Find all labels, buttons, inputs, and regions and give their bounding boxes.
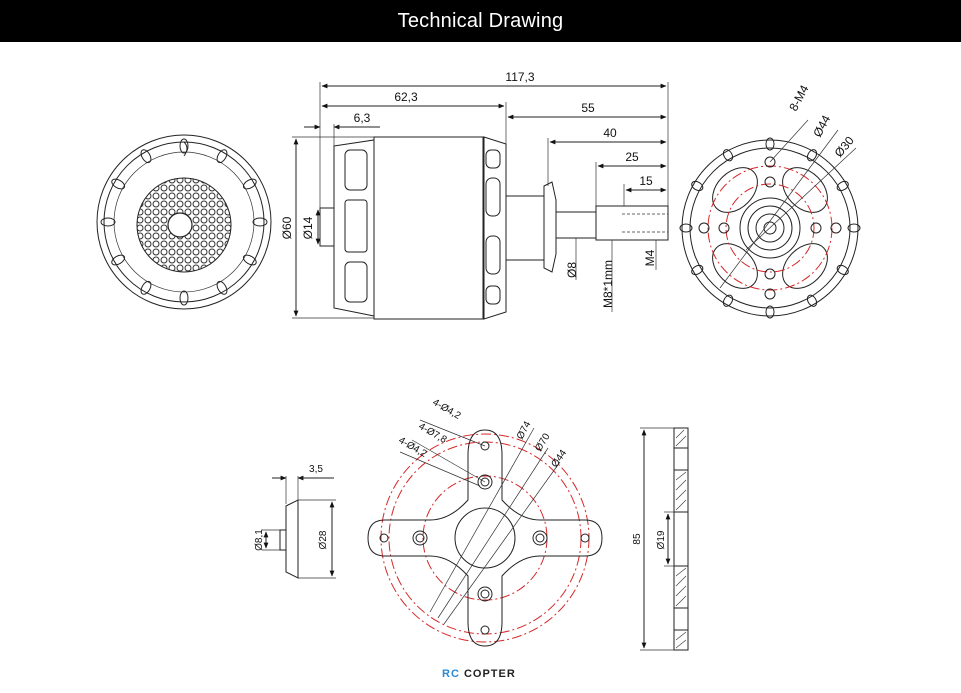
dim-mount-74: Ø74: [515, 419, 534, 441]
dim-collar-35: 3,5: [309, 464, 323, 475]
rear-hub: [167, 212, 193, 238]
plate-hatch: [675, 429, 687, 649]
rear-slots: [100, 138, 268, 306]
dim-collar-28: Ø28: [318, 530, 329, 549]
collar-view: 3,5 Ø8,1 Ø28: [254, 464, 336, 579]
dim-dia-60: Ø60: [280, 216, 294, 239]
mount-cross: [367, 429, 603, 647]
dim-rear-cap: 6,3: [354, 111, 371, 125]
rear-view: [96, 134, 272, 310]
rc-copter-logo: RC COPTER: [442, 668, 516, 680]
plate-side-view: 85 Ø19: [632, 427, 689, 651]
dim-m4: M4: [643, 249, 657, 266]
dim-plate-85: 85: [632, 533, 643, 545]
dim-shaft-15: 15: [639, 174, 653, 188]
side-view: 117,3 62,3 6,3 55 40 25 15 Ø60 Ø14 Ø8 M8…: [280, 70, 669, 320]
front-m4-holes: [698, 156, 842, 300]
dim-collar-81: Ø8,1: [254, 529, 265, 551]
dim-thread: M8*1mm: [601, 260, 615, 308]
dim-body-length: 62,3: [394, 90, 418, 104]
dim-mount-holes-a: 4-Ø4,2: [431, 397, 463, 422]
dim-mount-70: Ø70: [533, 431, 553, 453]
header-bar: Technical Drawing: [0, 0, 961, 42]
page-title: Technical Drawing: [397, 9, 564, 32]
dim-front-holes: 8-M4: [786, 82, 811, 113]
dim-shaft-55: 55: [581, 101, 595, 115]
dim-dia-14: Ø14: [301, 216, 315, 239]
dim-dia-8: Ø8: [565, 262, 579, 278]
dim-plate-19: Ø19: [656, 530, 667, 549]
dim-shaft-25: 25: [625, 150, 639, 164]
logo-copter: COPTER: [463, 668, 516, 680]
logo-rc: RC: [442, 668, 460, 680]
dim-front-44: Ø44: [810, 113, 833, 140]
cross-mount-view: 4-Ø4,2 4-Ø7,8 4-Ø4,2 Ø74 Ø70 Ø44: [367, 397, 603, 647]
front-view: 8-M4 Ø44 Ø30: [679, 82, 861, 319]
mount-holes: [379, 441, 590, 635]
dim-total-length: 117,3: [505, 70, 534, 84]
dim-shaft-40: 40: [603, 126, 617, 140]
front-rim-slots: [679, 137, 861, 319]
dim-front-30: Ø30: [832, 133, 858, 160]
dim-mount-holes-c: 4-Ø4,2: [397, 435, 429, 460]
dim-mount-44: Ø44: [549, 448, 569, 470]
